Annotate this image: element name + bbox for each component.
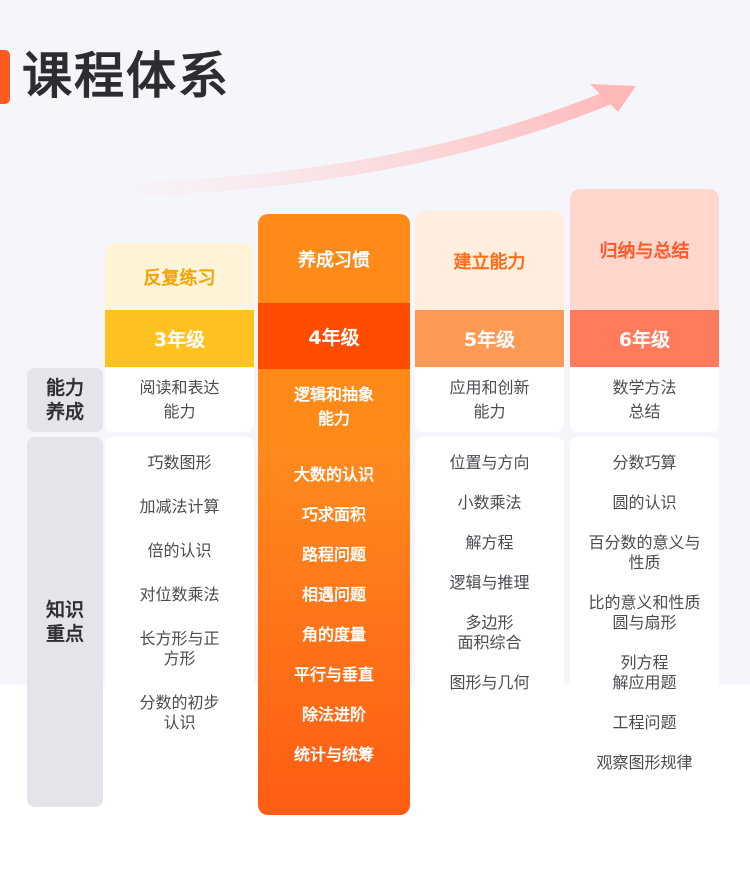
list-item: 大数的认识 <box>293 465 374 484</box>
stage-label: 建立能力 <box>415 211 564 310</box>
stage-label: 反复练习 <box>105 243 254 310</box>
knowledge-list: 巧数图形 加减法计算 倍的认识 对位数乘法 长方形与正 方形 分数的初步 认识 <box>105 437 254 807</box>
list-item: 长方形与正 方形 <box>139 629 220 668</box>
list-item: 平行与垂直 <box>293 665 374 684</box>
list-item: 巧数图形 <box>147 453 212 472</box>
stage-label: 归纳与总结 <box>570 189 719 310</box>
knowledge-list: 分数巧算 圆的认识 百分数的意义与 性质 比的意义和性质 圆与扇形 列方程 解应… <box>570 437 719 807</box>
list-item: 工程问题 <box>612 713 677 732</box>
page-title: 课程体系 <box>22 47 230 105</box>
list-item: 小数乘法 <box>457 493 522 512</box>
list-item: 多边形 面积综合 <box>457 613 522 652</box>
list-item: 圆的认识 <box>612 493 677 512</box>
list-item: 除法进阶 <box>301 705 366 724</box>
list-item: 分数的初步 认识 <box>139 693 220 732</box>
grade-label: 4年级 <box>258 303 410 369</box>
list-item: 对位数乘法 <box>139 585 220 604</box>
stage-label: 养成习惯 <box>258 214 410 303</box>
list-item: 角的度量 <box>301 625 366 644</box>
list-item: 图形与几何 <box>449 673 530 692</box>
list-item: 比的意义和性质 圆与扇形 <box>588 593 701 632</box>
grade-label: 6年级 <box>570 310 719 367</box>
growth-arrow-icon <box>93 84 636 197</box>
list-item: 路程问题 <box>301 545 366 564</box>
list-item: 分数巧算 <box>612 453 677 472</box>
knowledge-list: 大数的认识 巧求面积 路程问题 相遇问题 角的度量 平行与垂直 除法进阶 统计与… <box>258 445 410 815</box>
grade-label: 3年级 <box>105 310 254 367</box>
list-item: 观察图形规律 <box>596 753 693 772</box>
list-item: 加减法计算 <box>139 497 220 516</box>
row-label-knowledge: 知识 重点 <box>27 437 103 807</box>
title-accent-bar <box>0 50 10 104</box>
list-item: 倍的认识 <box>147 541 212 560</box>
list-item: 逻辑与推理 <box>449 573 530 592</box>
ability-text: 应用和创新 能力 <box>415 368 564 432</box>
row-label-ability: 能力 养成 <box>27 368 103 432</box>
list-item: 列方程 解应用题 <box>612 653 677 692</box>
ability-text: 数学方法 总结 <box>570 368 719 432</box>
knowledge-list: 位置与方向 小数乘法 解方程 逻辑与推理 多边形 面积综合 图形与几何 <box>415 437 564 807</box>
grade-label: 5年级 <box>415 310 564 367</box>
ability-text: 阅读和表达 能力 <box>105 368 254 432</box>
list-item: 解方程 <box>465 533 514 552</box>
list-item: 统计与统筹 <box>293 745 374 764</box>
list-item: 百分数的意义与 性质 <box>588 533 701 572</box>
list-item: 相遇问题 <box>301 585 366 604</box>
list-item: 位置与方向 <box>449 453 530 472</box>
ability-text: 逻辑和抽象 能力 <box>258 369 410 445</box>
list-item: 巧求面积 <box>301 505 366 524</box>
